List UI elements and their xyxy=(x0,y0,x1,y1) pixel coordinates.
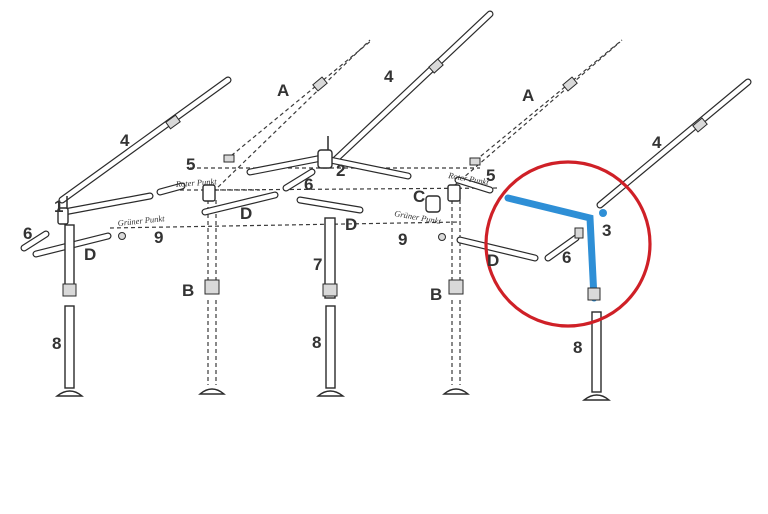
label-part-8-right: 8 xyxy=(573,338,582,357)
piece-6-far-left xyxy=(20,230,50,252)
pole-8-center xyxy=(316,305,346,397)
part-labels: 1 2 3 4 4 4 5 5 6 6 6 7 8 8 8 9 9 A A B … xyxy=(23,67,662,357)
label-part-6-center: 6 xyxy=(304,175,313,194)
pole-7-center xyxy=(322,217,338,299)
highlighted-corner-part-3 xyxy=(504,194,607,302)
roof-pole-4-right xyxy=(596,78,752,209)
note-roter-punkt-left: Roter Punkt xyxy=(174,176,217,189)
pole-8-left xyxy=(54,224,84,397)
connector-5-left xyxy=(156,182,186,196)
piece-6-right xyxy=(544,227,584,262)
label-part-A-left: A xyxy=(277,81,289,100)
pole-8-right xyxy=(581,311,611,401)
joint-1 xyxy=(57,196,69,225)
dashed-connectors xyxy=(109,39,621,385)
connector-5-right xyxy=(454,176,494,194)
pole-A-right xyxy=(469,39,623,166)
label-part-B-right: B xyxy=(430,285,442,304)
roof-pole-4-center xyxy=(331,10,494,164)
label-part-6-far-left: 6 xyxy=(23,224,32,243)
label-part-4-center: 4 xyxy=(384,67,394,86)
pole-A-left xyxy=(223,39,373,163)
highlight-circle xyxy=(484,160,652,328)
joint-2 xyxy=(317,136,333,169)
label-part-3: 3 xyxy=(602,221,611,240)
piece-6-center xyxy=(282,168,316,192)
pole-D-left xyxy=(201,191,279,216)
pole-D-right xyxy=(456,236,539,262)
rafter-center-left xyxy=(246,154,326,176)
label-part-9-left: 9 xyxy=(154,228,163,247)
label-part-4-left: 4 xyxy=(120,131,130,150)
label-part-A-right: A xyxy=(522,86,534,105)
rafter-left xyxy=(60,192,154,216)
joint-center-left xyxy=(202,184,216,202)
pole-D-center xyxy=(296,196,364,214)
label-part-5-left: 5 xyxy=(186,155,195,174)
label-part-D-center: D xyxy=(345,215,357,234)
label-part-D-right: D xyxy=(487,251,499,270)
foot-B-right xyxy=(442,279,470,395)
label-part-5-right: 5 xyxy=(486,166,495,185)
label-part-1: 1 xyxy=(54,197,63,216)
roof-pole-4-left xyxy=(58,76,232,204)
rafter-center-right xyxy=(326,156,412,180)
label-part-C: C xyxy=(413,187,425,206)
foot-B-left xyxy=(198,279,226,395)
label-part-D-far-left: D xyxy=(84,245,96,264)
label-part-9-right: 9 xyxy=(398,230,407,249)
label-part-8-left: 8 xyxy=(52,334,61,353)
connector-9-right xyxy=(438,233,446,241)
joint-C xyxy=(425,195,441,213)
label-part-7: 7 xyxy=(313,255,322,274)
joint-center-right xyxy=(447,184,461,202)
label-part-D-left: D xyxy=(240,204,252,223)
label-part-6-right: 6 xyxy=(562,248,571,267)
label-part-4-right: 4 xyxy=(652,133,662,152)
label-part-B-left: B xyxy=(182,281,194,300)
connector-9-left xyxy=(118,232,126,240)
label-part-8-center: 8 xyxy=(312,333,321,352)
note-gruener-punkt-left: Grüner Punkt xyxy=(117,213,165,228)
label-part-2: 2 xyxy=(336,161,345,180)
